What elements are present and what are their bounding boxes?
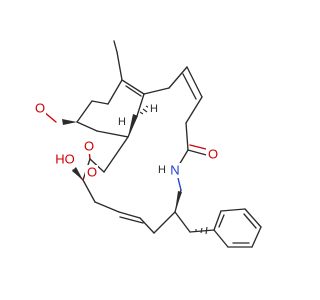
bond [174, 211, 191, 233]
bond [94, 201, 120, 213]
bond [220, 208, 246, 212]
bond [139, 217, 155, 234]
bond [107, 79, 123, 105]
bond-layer [43, 51, 262, 248]
bond [251, 226, 262, 248]
bond [185, 122, 189, 151]
atom-labels: H H O O O HO O N H [33, 101, 220, 180]
bond [153, 211, 176, 234]
bond [168, 66, 188, 89]
bond [143, 87, 170, 95]
wedge-bond [175, 191, 182, 212]
bond [82, 179, 96, 203]
stereo-h-lower: H [118, 116, 126, 128]
bond [136, 93, 145, 117]
bond [218, 214, 225, 228]
bond [91, 100, 109, 105]
ester-oxygen: O [87, 165, 97, 180]
bond [182, 73, 197, 100]
stereo-layer [62, 105, 208, 235]
bond [76, 121, 98, 132]
molecule-structure: H H O O O HO O N H [33, 40, 262, 248]
stereo-h-upper: H [150, 103, 158, 115]
bond [213, 210, 222, 231]
bond [185, 96, 203, 124]
bond [186, 66, 203, 98]
bond [116, 51, 123, 81]
bond [96, 130, 129, 138]
bond [189, 229, 215, 233]
methyl-stub [113, 40, 118, 53]
bond [244, 208, 262, 228]
bond [243, 213, 257, 229]
nitrogen-label: N [170, 163, 179, 178]
amide-carbonyl-oxygen: O [208, 147, 218, 162]
bond [76, 100, 93, 123]
wedge-bond [128, 114, 138, 137]
nh-hydrogen-label: H [158, 164, 166, 176]
bond [119, 216, 144, 224]
bond [213, 229, 229, 248]
bond [103, 136, 129, 173]
hydroxyl-label: HO [55, 152, 75, 167]
bond [118, 211, 141, 219]
bond [125, 85, 142, 97]
wedge-bond [72, 167, 83, 180]
hashed-bond [195, 226, 208, 235]
ester-carbonyl-oxygen: O [84, 139, 94, 154]
methoxy-oxygen: O [35, 101, 45, 116]
bond [121, 79, 145, 95]
wedge-bond [62, 119, 77, 125]
